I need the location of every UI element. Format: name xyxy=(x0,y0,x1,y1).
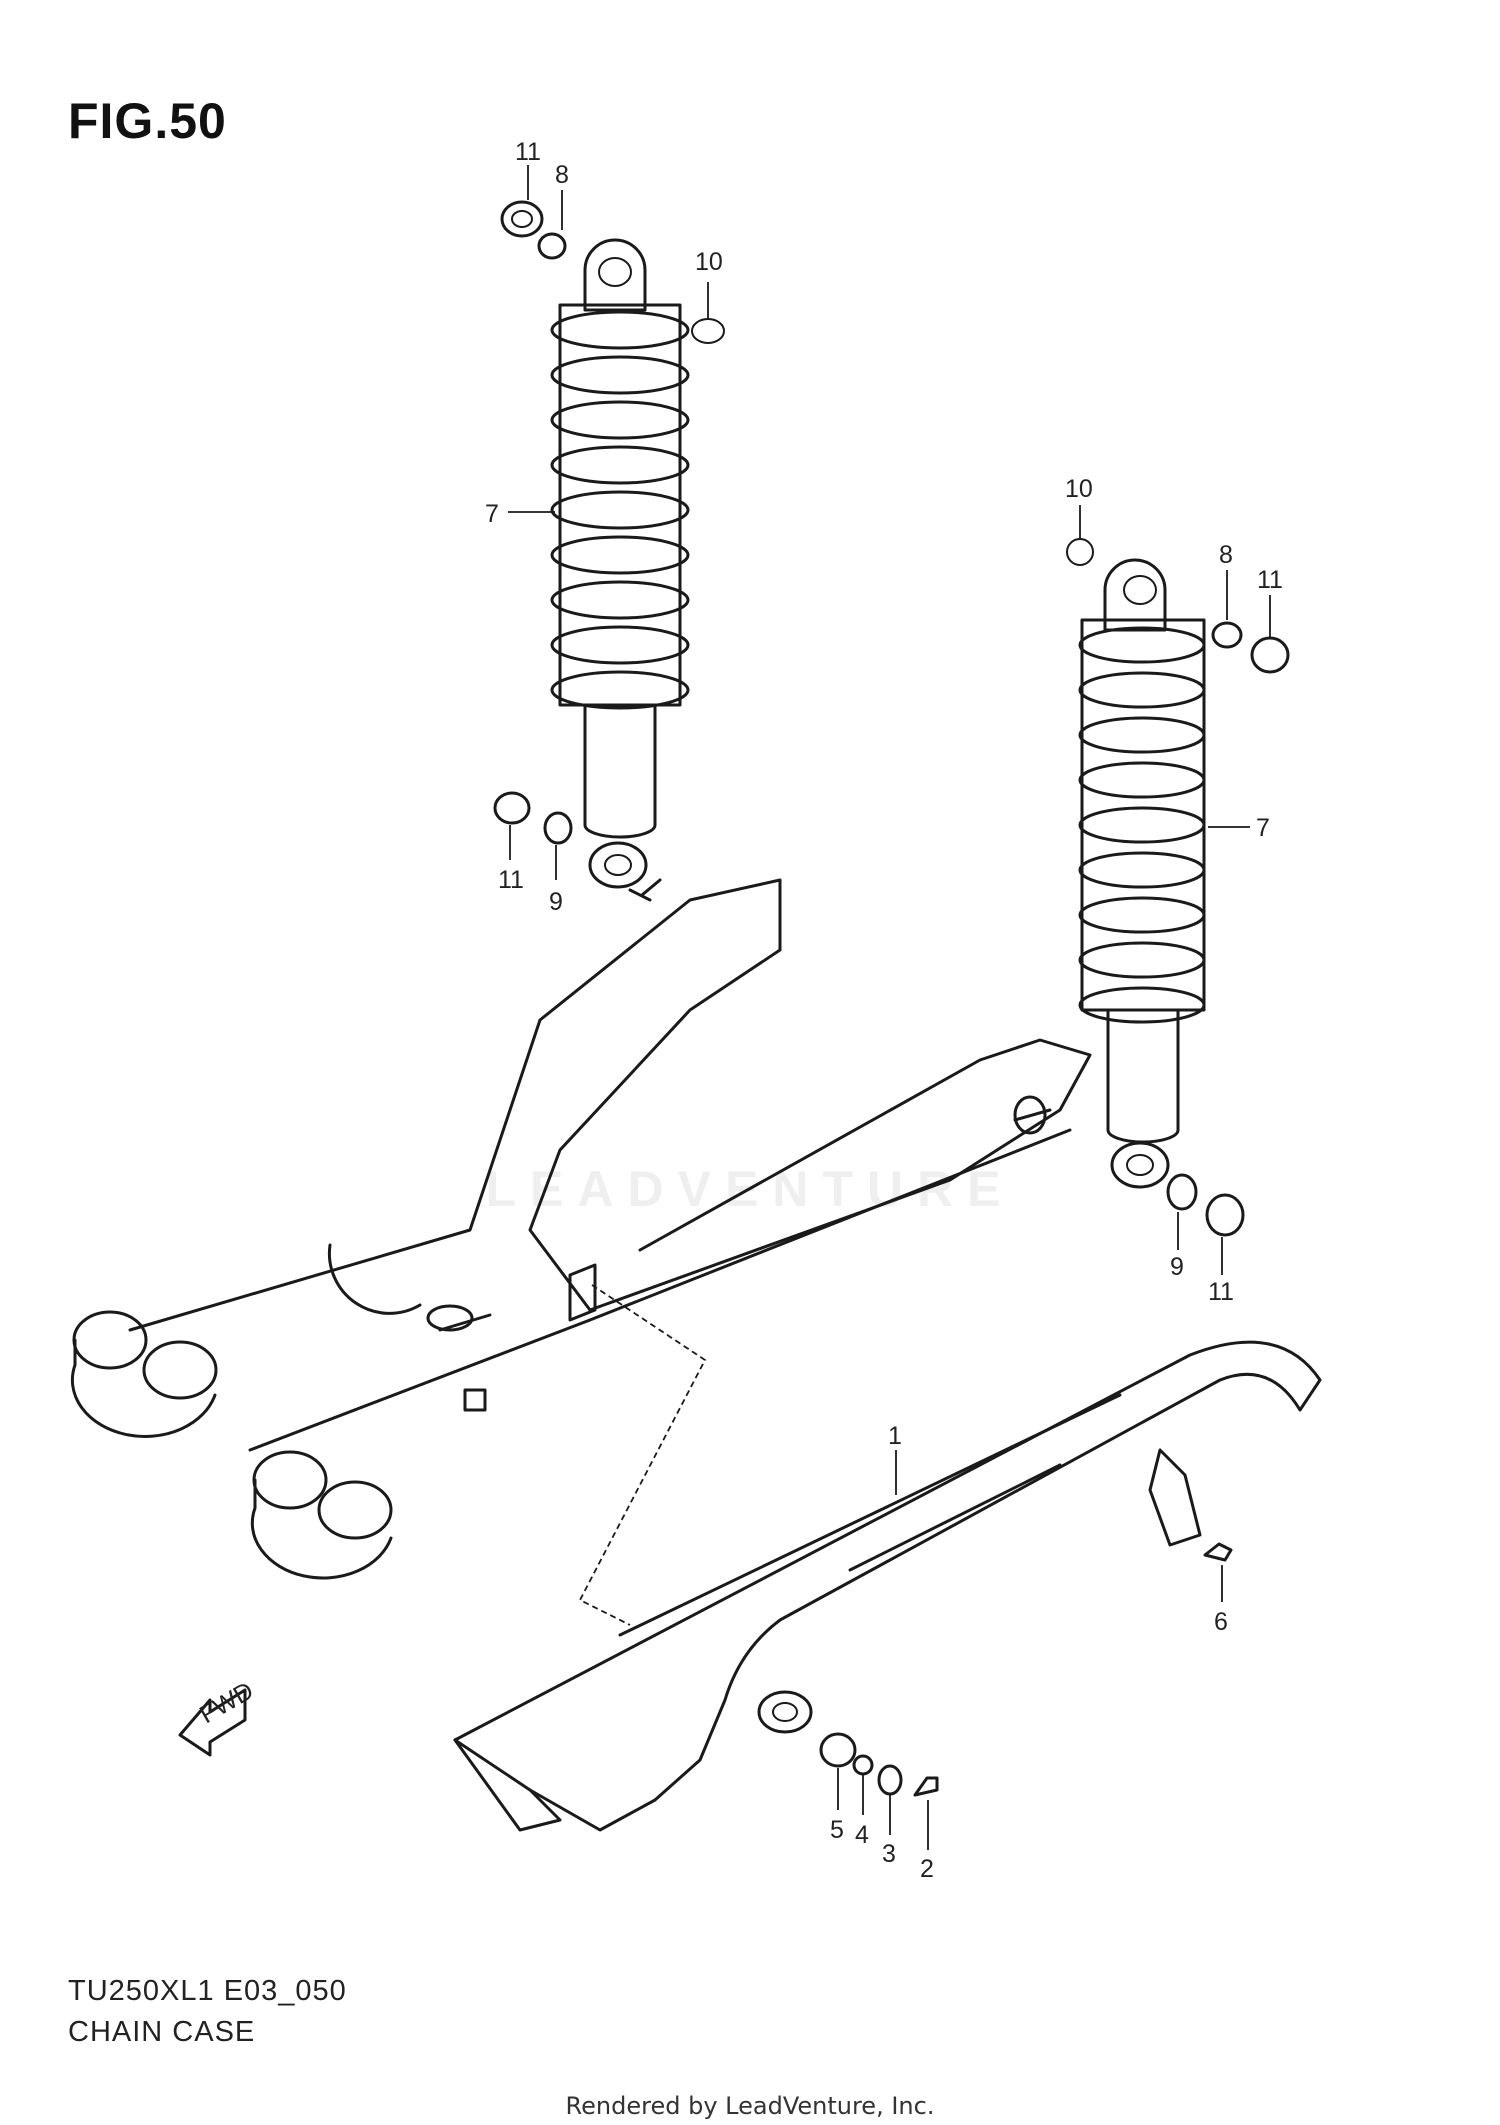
callout-front-spacer: 5 xyxy=(830,1816,844,1844)
fwd-label: FWD xyxy=(195,1676,258,1729)
callout-front-collar: 4 xyxy=(855,1821,869,1849)
model-code: TU250XL1 E03_050 xyxy=(68,1975,347,2007)
rendered-by-credit: Rendered by LeadVenture, Inc. xyxy=(565,2092,935,2120)
callout-front-bolt: 2 xyxy=(920,1855,934,1883)
callout-left-shock-bottom-washer: 9 xyxy=(549,888,563,916)
callout-rear-bolt: 6 xyxy=(1214,1608,1228,1636)
callout-left-shock-body: 7 xyxy=(485,500,499,528)
section-name: CHAIN CASE xyxy=(68,2016,256,2048)
callout-chain-case: 1 xyxy=(888,1422,902,1450)
callout-right-shock-top-washer: 8 xyxy=(1219,541,1233,569)
swingarm[interactable] xyxy=(70,878,1092,1580)
right-shock-spring xyxy=(1078,626,1206,1024)
callout-right-shock-bottom-washer: 9 xyxy=(1170,1253,1184,1281)
watermark-text: LEADVENTURE xyxy=(485,1161,1015,1217)
callout-left-shock-top-nut: 11 xyxy=(515,138,541,166)
left-shock-absorber[interactable] xyxy=(493,200,725,889)
left-shock-spring xyxy=(550,310,690,710)
callout-right-shock-top-nut: 11 xyxy=(1257,566,1283,594)
callout-left-shock-bottom-nut: 11 xyxy=(498,866,524,894)
callout-left-shock-top-washer: 8 xyxy=(555,161,569,189)
chain-case[interactable] xyxy=(453,1340,1322,1832)
fwd-arrow-icon xyxy=(178,1688,247,1757)
callout-right-shock-body: 7 xyxy=(1256,814,1270,842)
right-shock-absorber[interactable] xyxy=(1066,538,1290,1237)
figure-title: FIG.50 xyxy=(68,93,227,149)
leader-lines xyxy=(508,165,1271,1850)
rear-bolt-hardware[interactable] xyxy=(1203,1542,1233,1562)
front-hardware[interactable] xyxy=(819,1732,939,1797)
callout-right-shock-top-inner-washer: 10 xyxy=(1065,475,1093,503)
callout-front-washer: 3 xyxy=(882,1840,896,1868)
callout-left-shock-top-inner-washer: 10 xyxy=(695,248,723,276)
callout-right-shock-bottom-nut: 11 xyxy=(1208,1278,1234,1306)
